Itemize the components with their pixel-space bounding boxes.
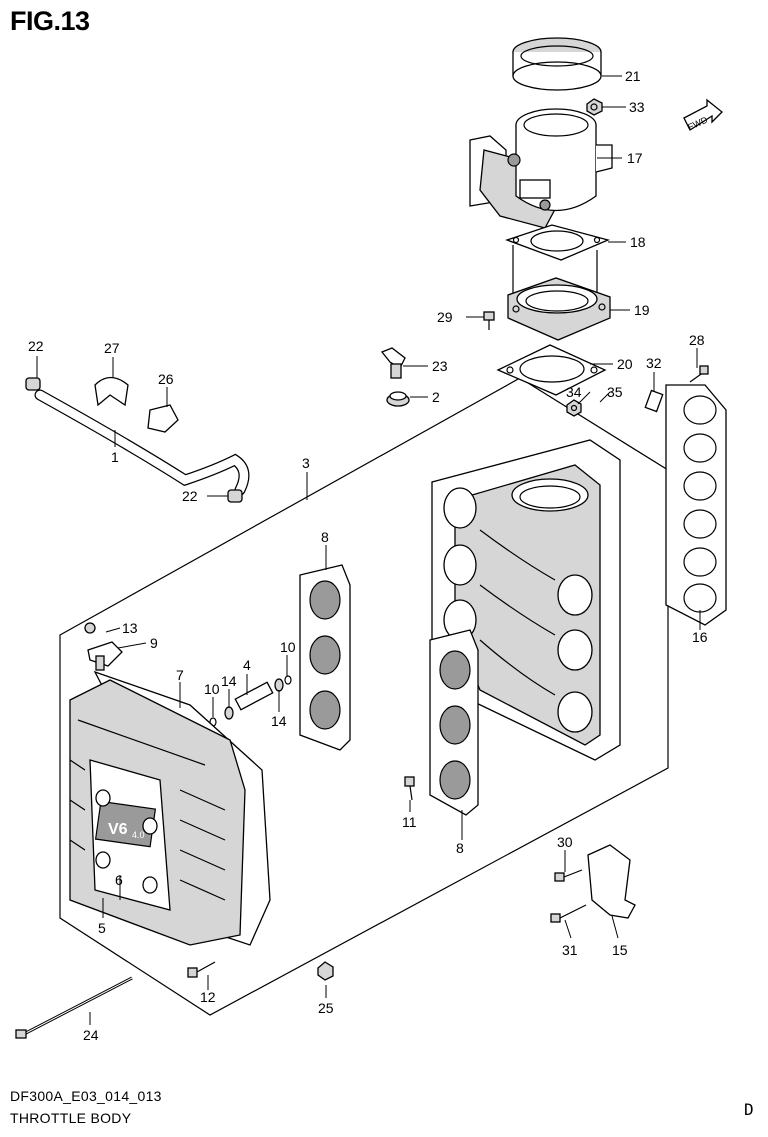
callout-numbers: 21 33 17 18 19 29 20 23 2 34 35 32 28 16…: [28, 68, 708, 1043]
part-8-gasket-lower: [429, 629, 479, 816]
part-19-adapter-plate: [507, 245, 611, 341]
part-32-sleeve: [644, 389, 664, 413]
leader-lines: [36, 75, 701, 1025]
emblem-model: V6: [108, 821, 128, 838]
part-29-bolt: [483, 311, 495, 330]
callout-21: 21: [625, 68, 641, 84]
callout-10-left: 10: [204, 681, 220, 697]
part-21-seal-ring: [512, 37, 602, 91]
callout-16: 16: [692, 629, 708, 645]
callout-12: 12: [200, 989, 216, 1005]
part-1-hose: [34, 389, 250, 496]
callout-22-upper: 22: [28, 338, 44, 354]
part-12-bolt: [187, 961, 216, 978]
part-20-gasket: [496, 344, 607, 396]
part-4-joint-pipe: [209, 675, 292, 727]
callout-22-lower: 22: [182, 488, 198, 504]
intake-manifold: [431, 439, 621, 761]
part-6-emblem: V6 4.0: [94, 789, 158, 894]
callout-28: 28: [689, 332, 705, 348]
part-18-gasket: [505, 224, 610, 261]
part-13-screw: [84, 622, 96, 634]
figure-title: FIG.13: [10, 6, 90, 36]
callout-14-right: 14: [271, 713, 287, 729]
callout-13: 13: [122, 620, 138, 636]
part-17-throttle-body: [469, 108, 613, 229]
callout-6: 6: [115, 872, 123, 888]
part-25-nut: [317, 961, 334, 981]
part-16-manifold-gasket: [665, 384, 727, 626]
part-8-gasket-upper: [299, 564, 351, 751]
part-5-cover: [69, 679, 246, 946]
callout-35: 35: [607, 384, 623, 400]
part-15-bracket: [587, 844, 636, 919]
callout-33: 33: [629, 99, 645, 115]
figure-name: THROTTLE BODY: [10, 1110, 132, 1126]
callout-3: 3: [302, 455, 310, 471]
part-34-35-washer-nut: [566, 399, 582, 417]
callout-29: 29: [437, 309, 453, 325]
callout-24: 24: [83, 1027, 99, 1043]
fwd-arrow-icon: FWD: [683, 98, 723, 132]
callout-14-left: 14: [221, 673, 237, 689]
part-2-grommet: [386, 391, 410, 407]
callout-5: 5: [98, 920, 106, 936]
callout-34: 34: [566, 384, 582, 400]
page-letter: D: [744, 1100, 754, 1119]
callout-4: 4: [243, 657, 251, 673]
callout-9: 9: [150, 635, 158, 651]
callout-20: 20: [617, 356, 633, 372]
part-22-clamp-lower: [227, 489, 243, 503]
part-31-bolt: [550, 904, 587, 923]
callout-7: 7: [176, 667, 184, 683]
callout-11: 11: [402, 814, 417, 830]
callout-26: 26: [158, 371, 174, 387]
part-24-long-bolt: [15, 976, 133, 1039]
part-33-nut: [586, 98, 603, 116]
part-9-sensor: [87, 641, 123, 671]
callout-18: 18: [630, 234, 646, 250]
callout-1: 1: [111, 449, 119, 465]
callout-31: 31: [562, 942, 578, 958]
part-11-bolt: [404, 776, 415, 801]
callout-25: 25: [318, 1000, 334, 1016]
callout-10-right: 10: [280, 639, 296, 655]
callout-15: 15: [612, 942, 628, 958]
callout-17: 17: [627, 150, 643, 166]
part-30-bolt: [554, 869, 583, 882]
part-27-clip: [94, 376, 129, 407]
figure-code: DF300A_E03_014_013: [10, 1088, 162, 1104]
callout-2: 2: [432, 389, 440, 405]
callout-8-lower: 8: [456, 840, 464, 856]
callout-23: 23: [432, 358, 448, 374]
callout-30: 30: [557, 834, 573, 850]
part-26-bracket: [147, 404, 179, 433]
part-28-bolt: [689, 365, 709, 383]
callout-8-upper: 8: [321, 529, 329, 545]
emblem-sub: 4.0: [132, 830, 145, 840]
callout-32: 32: [646, 355, 662, 371]
part-23-fitting: [380, 347, 406, 379]
callout-19: 19: [634, 302, 650, 318]
part-22-clamp-upper: [25, 377, 41, 391]
callout-27: 27: [104, 340, 120, 356]
